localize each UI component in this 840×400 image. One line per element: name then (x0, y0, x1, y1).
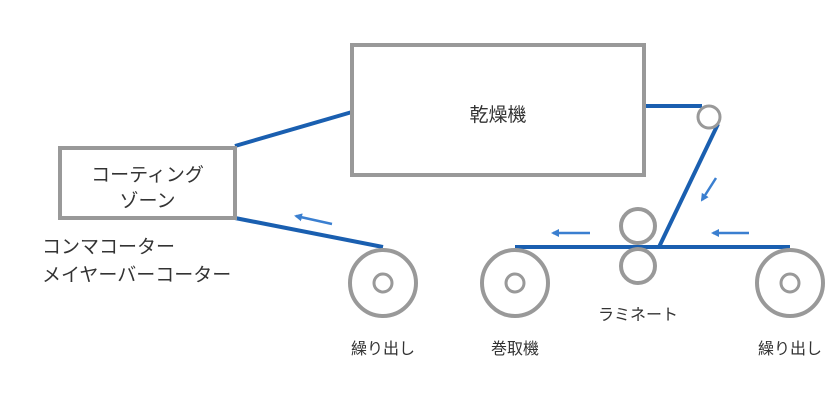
lamination-label: ラミネート (597, 305, 678, 324)
guide-roller (696, 104, 722, 130)
unwind-roll-left-core (372, 272, 394, 294)
web-unwind-to-coating (234, 216, 384, 249)
direction-arrow-descending (700, 177, 718, 202)
direction-arrow-coating (294, 213, 333, 226)
nip-roller-top (619, 207, 657, 245)
nip-roller-bottom (619, 247, 657, 285)
coating-zone-box (58, 146, 237, 220)
dryer-label: 乾燥機 (469, 104, 527, 126)
web-dryer-to-coating (234, 110, 353, 148)
unwind-roll-right-core (779, 272, 801, 294)
dryer-box (350, 43, 646, 177)
winder-label: 巻取機 (490, 339, 539, 358)
coating-method-line2: メイヤーバーコーター (42, 264, 232, 286)
unwind-right-label: 繰り出し (757, 339, 822, 358)
coating-zone-label-line1: コーティング (91, 164, 204, 186)
unwind-left-label: 繰り出し (350, 339, 415, 358)
web-guide-to-nip (657, 123, 720, 248)
coating-method-line1: コンマコーター (42, 236, 176, 258)
coating-zone-label-line2: ゾーン (119, 190, 176, 212)
winder-roll-core (504, 272, 526, 294)
